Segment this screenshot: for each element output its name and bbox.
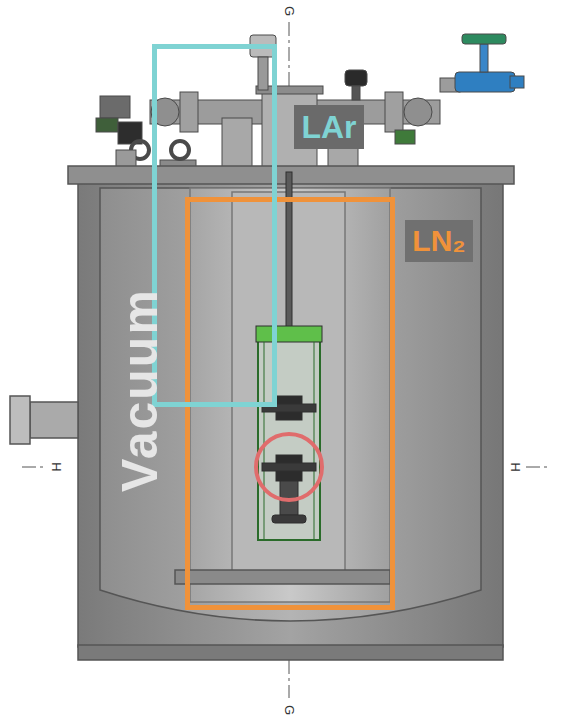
line-shape bbox=[526, 467, 550, 468]
region-label: Vacuum bbox=[109, 281, 171, 499]
rect-shape bbox=[258, 57, 268, 90]
vessel bbox=[10, 166, 514, 660]
rect-shape bbox=[272, 515, 306, 523]
rect-shape bbox=[352, 86, 360, 100]
rect-shape bbox=[256, 326, 322, 342]
rect-shape bbox=[100, 96, 130, 118]
section-marker: H bbox=[509, 460, 523, 473]
rect-shape bbox=[78, 645, 503, 660]
rect-shape bbox=[345, 70, 367, 86]
highlight-circle bbox=[256, 434, 322, 500]
line-shape bbox=[22, 467, 46, 468]
rect-shape bbox=[180, 92, 198, 132]
line-shape bbox=[289, 660, 290, 698]
rect-shape bbox=[395, 130, 415, 144]
region-label: LAr bbox=[294, 105, 364, 149]
line-shape bbox=[314, 342, 315, 540]
region-label: LN₂ bbox=[405, 220, 473, 262]
line-shape bbox=[264, 342, 265, 540]
rect-shape bbox=[462, 34, 506, 44]
top-plumbing bbox=[96, 34, 524, 168]
section-marker: H bbox=[49, 460, 63, 473]
rect-shape bbox=[222, 118, 252, 168]
rect-shape bbox=[96, 118, 118, 132]
circle-shape bbox=[404, 98, 432, 126]
rect-shape bbox=[480, 44, 488, 72]
lar-region: LAr bbox=[152, 44, 277, 407]
rect-shape bbox=[286, 172, 292, 330]
ln2-region: LArLN₂ bbox=[185, 197, 395, 610]
circle-shape bbox=[171, 141, 189, 159]
rect-shape bbox=[175, 570, 390, 584]
section-marker: G bbox=[282, 703, 296, 717]
rect-shape bbox=[10, 396, 30, 444]
rect-shape bbox=[510, 76, 524, 88]
rect-shape bbox=[455, 72, 515, 92]
detector bbox=[256, 172, 322, 540]
rect-shape bbox=[262, 463, 316, 471]
axis-lines bbox=[22, 22, 550, 698]
section-marker: G bbox=[282, 4, 296, 18]
rect-shape bbox=[30, 402, 78, 438]
vacuum-region: LArLN₂Vacuum bbox=[78, 183, 503, 647]
rect-shape bbox=[385, 92, 403, 132]
